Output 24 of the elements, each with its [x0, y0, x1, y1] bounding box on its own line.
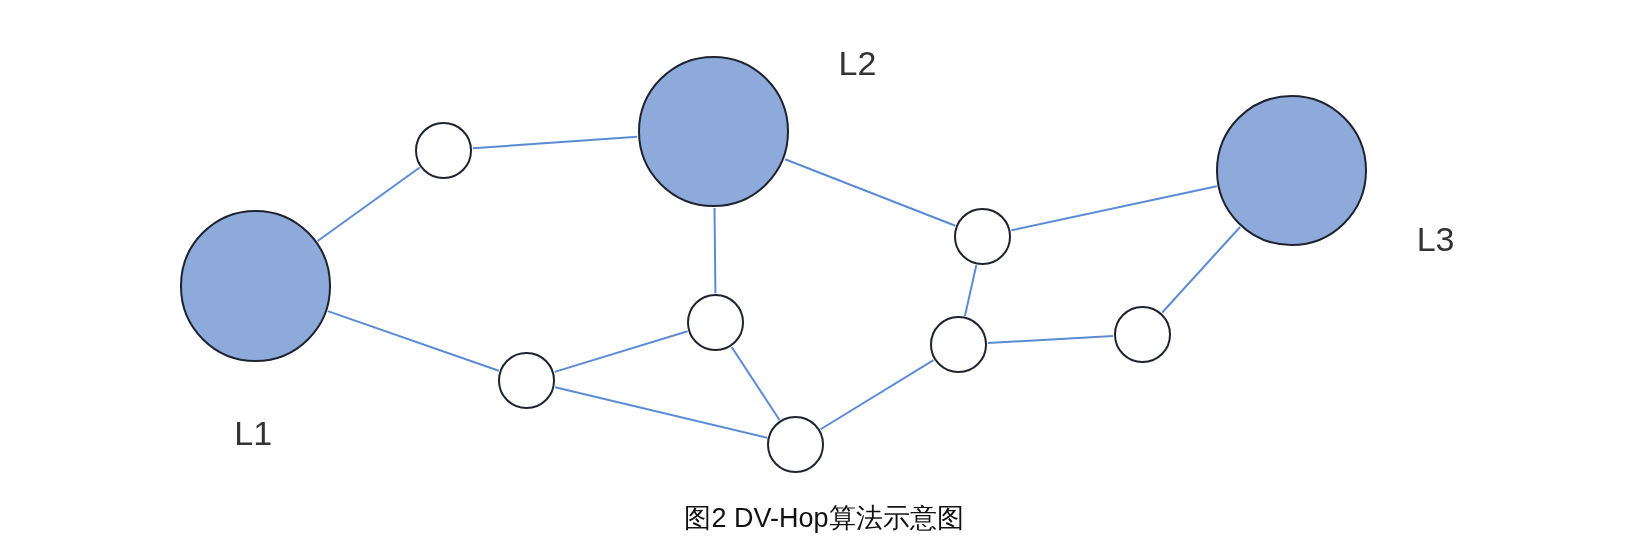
connector-line: [819, 359, 935, 431]
unknown-node-circle: [498, 352, 555, 409]
connector-line: [553, 330, 689, 373]
unknown-node-circle: [954, 208, 1012, 265]
unknown-node-circle: [415, 121, 472, 179]
connector-line: [784, 158, 957, 227]
node-label: L1: [234, 416, 273, 450]
connector-line: [471, 135, 639, 150]
connector-line: [316, 166, 421, 243]
connector-line: [730, 346, 781, 421]
connector-line: [1161, 225, 1242, 314]
connector-line: [554, 386, 769, 439]
unknown-node-circle: [1114, 305, 1171, 363]
connector-line: [326, 310, 500, 372]
node-label: L2: [838, 46, 877, 81]
connector-line: [713, 207, 717, 295]
connector-line: [986, 334, 1115, 345]
unknown-node-circle: [687, 294, 745, 352]
unknown-node-circle: [930, 316, 987, 374]
unknown-node-circle: [767, 416, 824, 473]
node-label: L3: [1416, 221, 1455, 256]
connector-line: [963, 264, 978, 318]
caption: 图2 DV-Hop算法示意图: [684, 503, 964, 533]
connector-line: [1010, 185, 1218, 232]
